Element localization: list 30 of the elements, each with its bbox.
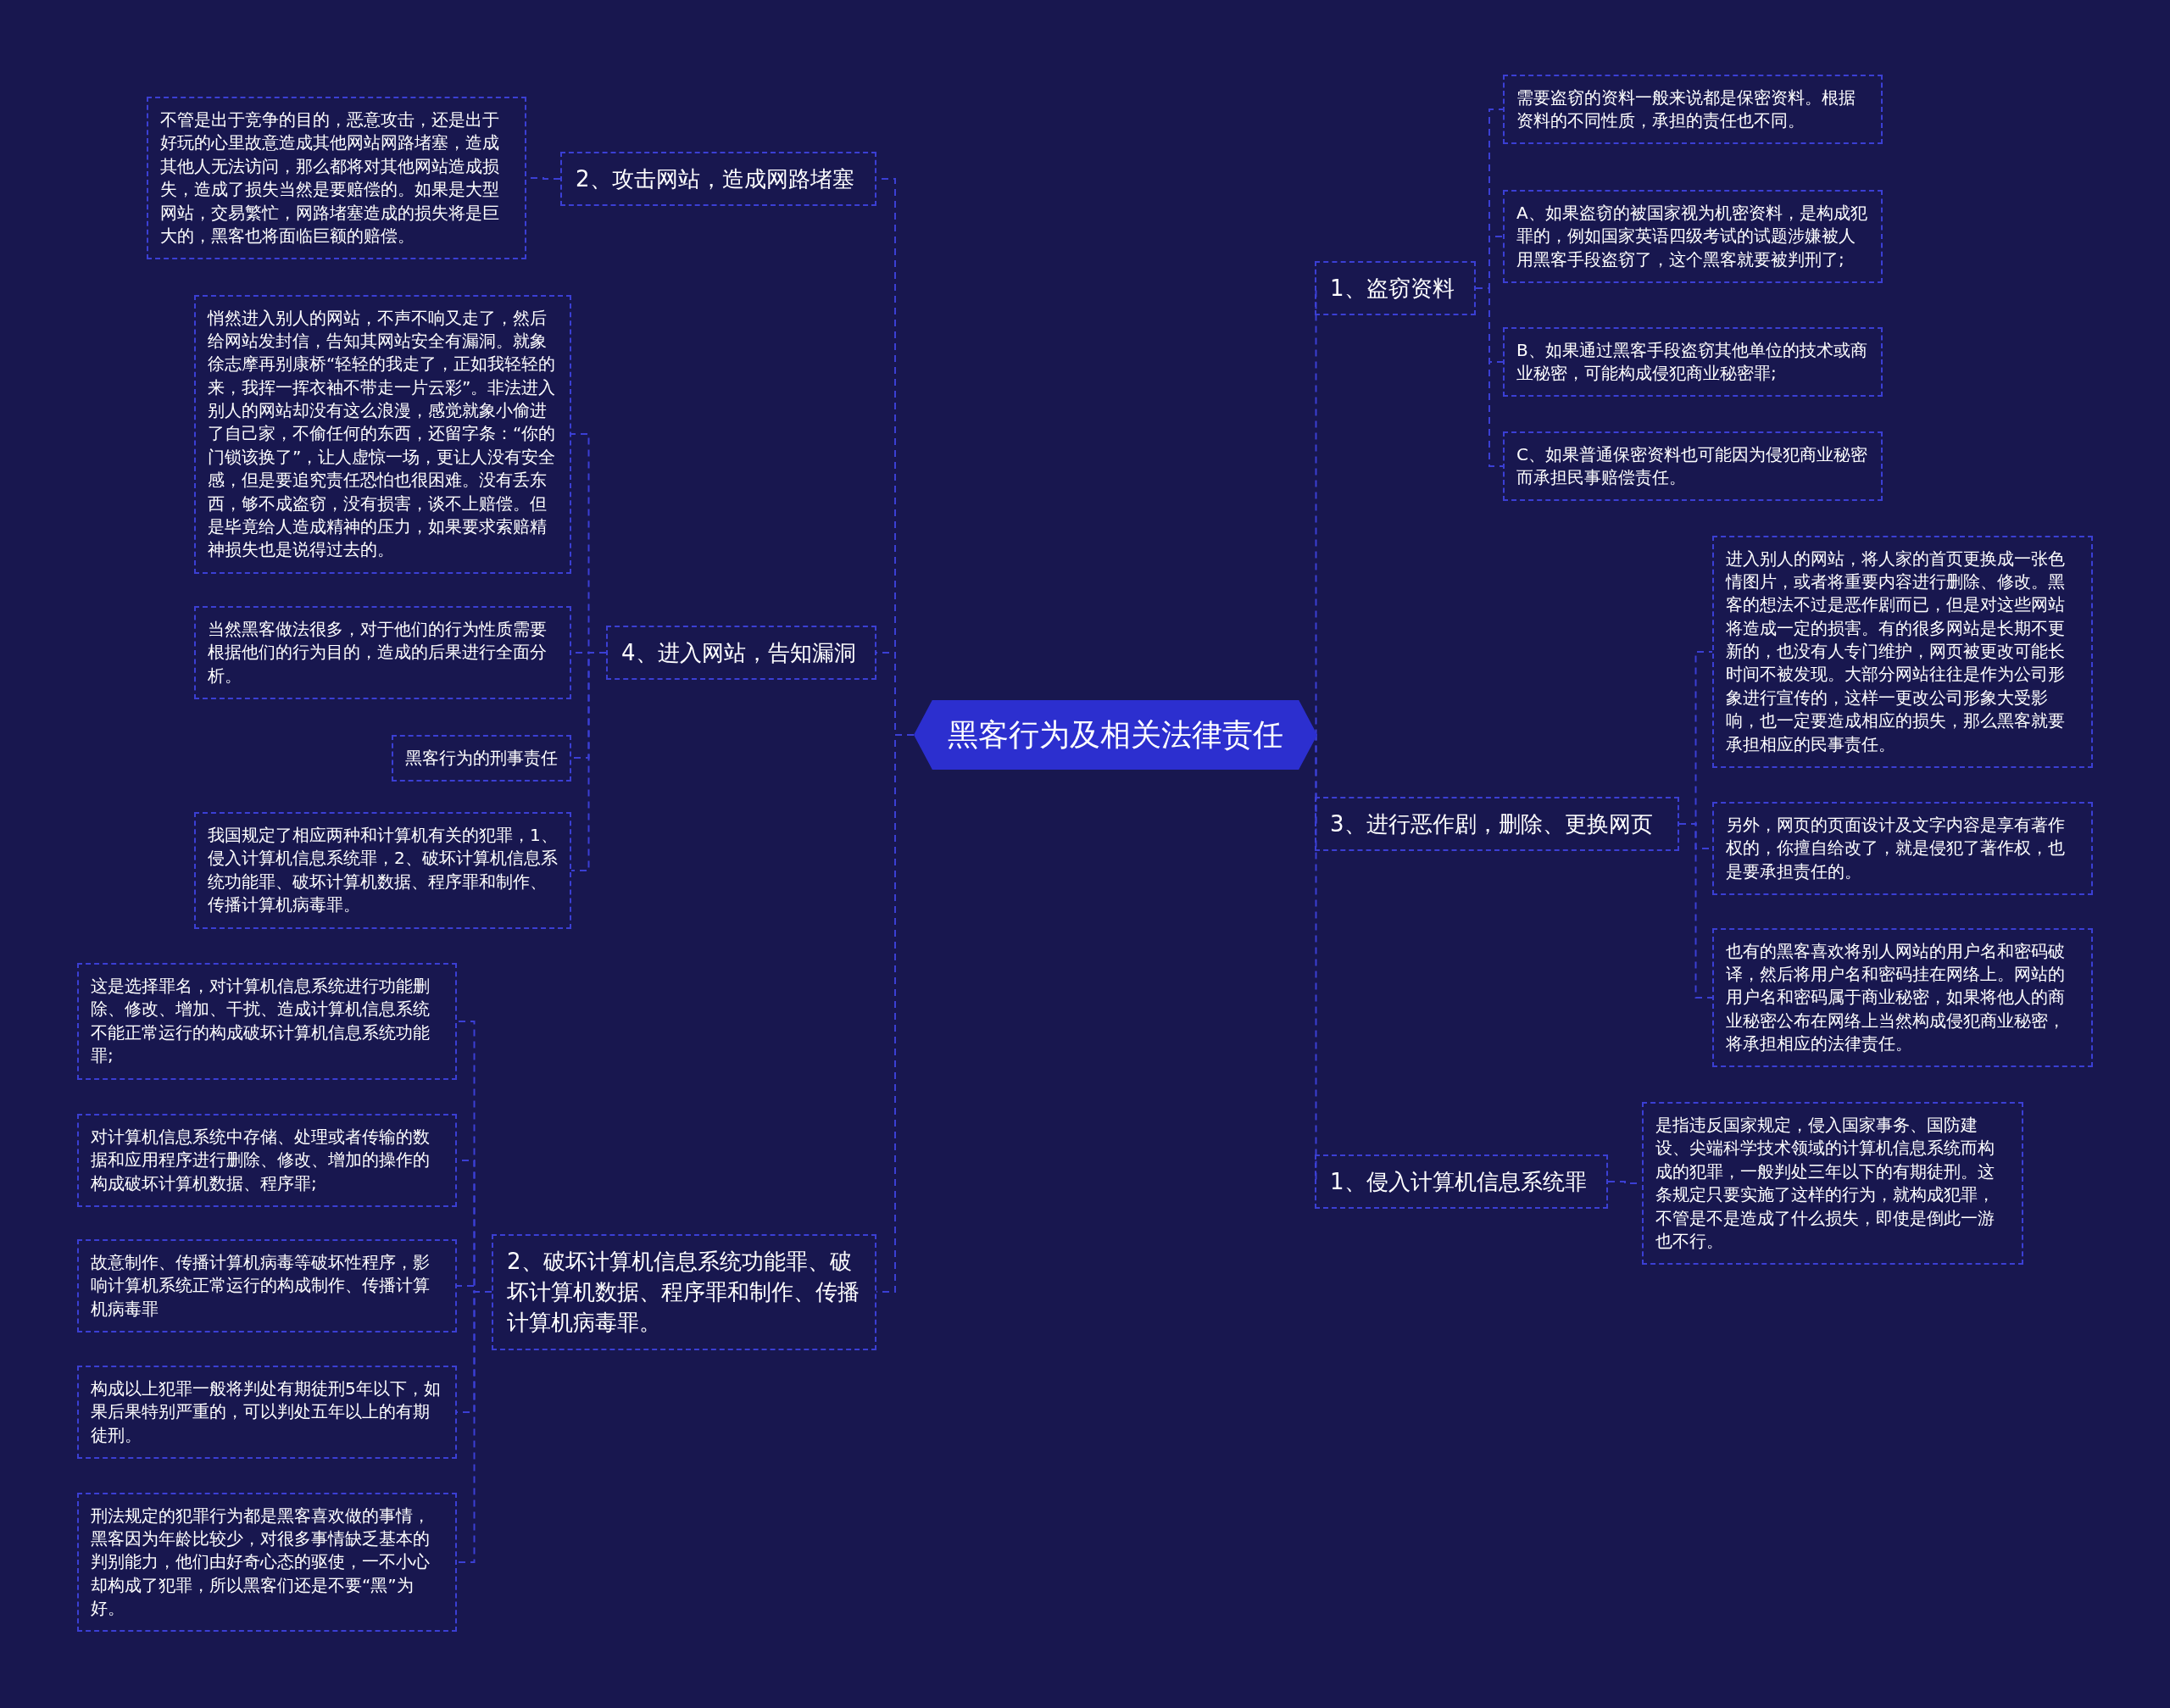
branch-topic: 4、进入网站，告知漏洞 — [606, 626, 876, 681]
note-card: 刑法规定的犯罪行为都是黑客喜欢做的事情，黑客因为年龄比较少，对很多事情缺乏基本的判别能力，他们由好奇心态的驱使，一不小心却构成了犯罪，所以黑客们还是不要“黑”为好。 — [77, 1492, 457, 1633]
note-card: 当然黑客做法很多，对于他们的行为性质需要根据他们的行为目的，造成的后果进行全面分析。 — [194, 606, 571, 700]
note-card: 需要盗窃的资料一般来说都是保密资料。根据资料的不同性质，承担的责任也不同。 — [1503, 74, 1883, 145]
note-card: 也有的黑客喜欢将别人网站的用户名和密码破译，然后将用户名和密码挂在网络上。网站的用户名和密码属于商业秘密，如果将他人的商业秘密公布在网络上当然构成侵犯商业秘密，将承担相应的法律责任。 — [1712, 927, 2093, 1068]
note-card: 黑客行为的刑事责任 — [392, 734, 571, 782]
connector-line — [570, 652, 607, 871]
branch-topic: 2、破坏计算机信息系统功能罪、破坏计算机数据、程序罪和制作、传播计算机病毒罪。 — [492, 1233, 876, 1350]
connector-line — [456, 1291, 492, 1563]
note-card: B、如果通过黑客手段盗窃其他单位的技术或商业秘密，可能构成侵犯商业秘密罪; — [1503, 326, 1883, 398]
connector-line — [1475, 287, 1504, 467]
connector-line — [1678, 823, 1713, 999]
note-card: 另外，网页的页面设计及文字内容是享有著作权的，你擅自给改了，就是侵犯了著作权，也是要承担责任的。 — [1712, 802, 2093, 896]
central-topic: 黑客行为及相关法律责任 — [914, 699, 1317, 771]
connector-line — [1314, 734, 1318, 1182]
branch-topic: 2、攻击网站，造成网路堵塞 — [560, 152, 876, 207]
branch-topic: 1、盗窃资料 — [1315, 261, 1476, 316]
note-card: 进入别人的网站，将人家的首页更换成一张色情图片，或者将重要内容进行删除、修改。黑客的想法不过是恶作剧而已，但是对这些网站将造成一定的损害。有的很多网站是长期不更新的，也没有人专门维护，网页被更改可能长时间不被发现。大部分网站往往是作为公司形象进行宣传的，这样一更改公司形象大受影响，也一定要造成相应的损失，那么黑客就要承担相应的民事责任。 — [1712, 535, 2093, 768]
note-card: A、如果盗窃的被国家视为机密资料，是构成犯罪的，例如国家英语四级考试的试题涉嫌被人用黑客手段盗窃了，这个黑客就要被判刑了; — [1503, 190, 1883, 284]
note-card: 是指违反国家规定，侵入国家事务、国防建设、尖端科学技术领域的计算机信息系统而构成的犯罪，一般判处三年以下的有期徒刑。这条规定只要实施了这样的行为，就构成犯罪，不管是不是造成了什么损失，即使是倒此一游也不行。 — [1642, 1102, 2023, 1266]
note-card: 构成以上犯罪一般将判处有期徒刑5年以下，如果后果特别严重的，可以判处五年以上的有期徒刑。 — [77, 1366, 457, 1460]
note-card: 这是选择罪名，对计算机信息系统进行功能删除、修改、增加、干扰、造成计算机信息系统不能正常运行的构成破坏计算机信息系统功能罪; — [77, 963, 457, 1080]
note-card: C、如果普通保密资料也可能因为侵犯商业秘密而承担民事赔偿责任。 — [1503, 431, 1883, 502]
branch-topic: 3、进行恶作剧，删除、更换网页 — [1315, 797, 1679, 852]
note-card: 不管是出于竞争的目的，恶意攻击，还是出于好玩的心里故意造成其他网站网路堵塞，造成其他人无法访问，那么都将对其他网站造成损失，造成了损失当然是要赔偿的。如果是大型网站，交易繁忙，网路堵塞造成的损失将是巨大的，黑客也将面临巨额的赔偿。 — [147, 97, 526, 260]
note-card: 悄然进入别人的网站，不声不响又走了，然后给网站发封信，告知其网站安全有漏洞。就象徐志摩再别康桥“轻轻的我走了，正如我轻轻的来，我挥一挥衣袖不带走一片云彩”。非法进入别人的网站却没有这么浪漫，感觉就象小偷进了自己家，不偷任何的东西，还留字条：“你的门锁该换了”，让人虚惊一场，更让人没有安全感，但是要追究责任恐怕也很困难。没有丢东西，够不成盗窃，没有损害，谈不上赔偿。但是毕竟给人造成精神的压力，如果要求索赔精神损失也是说得过去的。 — [194, 294, 571, 574]
note-card: 故意制作、传播计算机病毒等破坏性程序，影响计算机系统正常运行的构成制作、传播计算机病毒罪 — [77, 1239, 457, 1333]
note-card: 我国规定了相应两种和计算机有关的犯罪，1、侵入计算机信息系统罪，2、破坏计算机信息系统功能罪、破坏计算机数据、程序罪和制作、传播计算机病毒罪。 — [194, 812, 571, 929]
note-card: 对计算机信息系统中存储、处理或者传输的数据和应用程序进行删除、修改、增加的操作的构成破坏计算机数据、程序罪; — [77, 1114, 457, 1208]
branch-topic: 1、侵入计算机信息系统罪 — [1315, 1154, 1608, 1210]
